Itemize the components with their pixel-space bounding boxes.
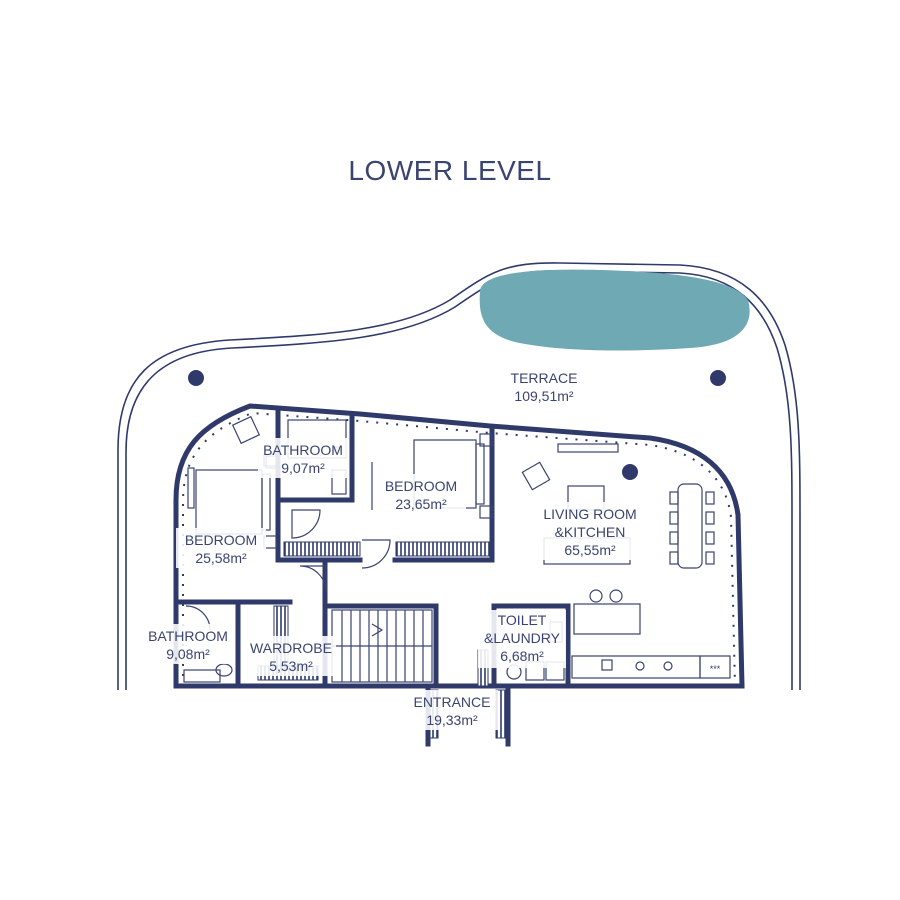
wardrobe-name: WARDROBE xyxy=(250,640,332,656)
bedroom-left-area: 25,58m² xyxy=(195,550,247,566)
bedroom-left-name: BEDROOM xyxy=(185,532,257,548)
terrace-area: 109,51m² xyxy=(514,388,573,404)
label-terrace: TERRACE 109,51m² xyxy=(502,366,586,406)
dining-chair xyxy=(669,551,679,565)
entrance-area: 19,33m² xyxy=(426,712,478,728)
terrace-name: TERRACE xyxy=(511,370,578,386)
label-bedroom-left: BEDROOM 25,58m² xyxy=(176,528,266,568)
dining-chair xyxy=(705,551,715,565)
bedroom-center-area: 23,65m² xyxy=(395,496,447,512)
bathroom-upper-area: 9,07m² xyxy=(281,460,325,476)
toilet-laundry-name-2: &LAUNDRY xyxy=(484,630,561,646)
column-left xyxy=(188,370,204,386)
label-bedroom-center: BEDROOM 23,65m² xyxy=(376,474,466,514)
label-living-kitchen: LIVING ROOM &KITCHEN 65,55m² xyxy=(532,502,648,560)
label-wardrobe: WARDROBE 5,53m² xyxy=(246,636,336,676)
interior-walls xyxy=(173,407,571,747)
column-interior xyxy=(622,464,638,480)
pool xyxy=(479,269,750,351)
exterior-walls xyxy=(173,403,745,689)
toilet-laundry-area: 6,68m² xyxy=(500,648,544,664)
toilet-laundry-name-1: TOILET xyxy=(498,612,547,628)
bedroom-center-name: BEDROOM xyxy=(385,478,457,494)
dining-chair xyxy=(705,491,715,505)
chair-upper-left xyxy=(231,415,261,445)
plan-title: LOWER LEVEL xyxy=(348,155,551,186)
bathroom-lower-fixtures xyxy=(183,663,233,683)
entrance-name: ENTRANCE xyxy=(413,694,490,710)
label-entrance: ENTRANCE 19,33m² xyxy=(406,690,498,730)
appliance-mark: *** xyxy=(710,664,721,674)
column-right xyxy=(710,370,726,386)
dining-chair xyxy=(669,511,679,525)
label-bathroom-lower: BATHROOM 9,08m² xyxy=(142,624,234,664)
dining-chair xyxy=(705,511,715,525)
bathroom-lower-area: 9,08m² xyxy=(166,646,210,662)
dining-chair xyxy=(669,491,679,505)
bathroom-upper-name: BATHROOM xyxy=(263,442,343,458)
dining-chair xyxy=(705,531,715,545)
living-furniture: *** xyxy=(521,443,731,679)
label-toilet-laundry: TOILET &LAUNDRY 6,68m² xyxy=(478,610,566,668)
label-bathroom-upper: BATHROOM 9,07m² xyxy=(258,438,348,478)
staircase xyxy=(331,609,433,683)
living-kitchen-name-1: LIVING ROOM xyxy=(543,506,636,522)
dining-chair xyxy=(669,531,679,545)
living-kitchen-area: 65,55m² xyxy=(564,542,616,558)
living-kitchen-name-2: &KITCHEN xyxy=(555,524,626,540)
wardrobe-area: 5,53m² xyxy=(269,658,313,674)
bathroom-lower-name: BATHROOM xyxy=(148,628,228,644)
room-labels: TERRACE 109,51m² BATHROOM 9,07m² BEDROOM… xyxy=(142,366,648,730)
